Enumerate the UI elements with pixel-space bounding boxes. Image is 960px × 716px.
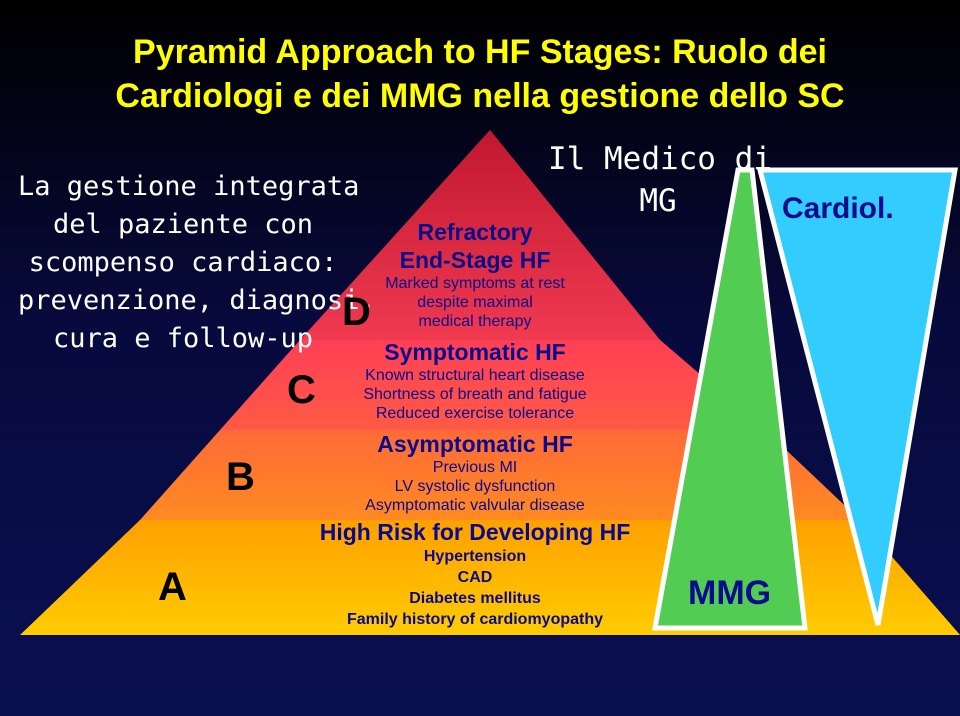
stage-b-line2: LV systolic dysfunction bbox=[394, 478, 556, 495]
stage-letter-a: A bbox=[158, 565, 187, 609]
left-description-line4: prevenzione, diagnosi, bbox=[18, 285, 376, 316]
cardiol-triangle bbox=[756, 167, 958, 626]
left-description-line2: del paziente con bbox=[52, 209, 314, 240]
stage-letter-b: B bbox=[226, 455, 255, 499]
pyramid-level-c bbox=[220, 340, 765, 430]
stage-b-heading: Asymptomatic HF bbox=[377, 431, 573, 457]
stage-d-heading1: Refractory bbox=[417, 219, 533, 245]
stage-a-line3: Diabetes mellitus bbox=[409, 590, 541, 607]
stage-c-line3: Reduced exercise tolerance bbox=[375, 405, 575, 422]
stage-c-heading: Symptomatic HF bbox=[384, 339, 566, 365]
stage-letter-c: C bbox=[287, 368, 316, 412]
stage-d-line2: despite maximal bbox=[417, 294, 533, 311]
mg-label-line1: Il Medico di bbox=[548, 141, 772, 177]
pyramid-level-d bbox=[300, 130, 660, 340]
stage-c-line1: Known structural heart disease bbox=[365, 367, 585, 384]
stage-b-line1: Previous MI bbox=[432, 459, 518, 476]
cardiol-label: Cardiol. bbox=[782, 192, 894, 225]
mmg-label: MMG bbox=[688, 574, 772, 612]
stage-d-heading2: End-Stage HF bbox=[399, 247, 551, 273]
left-description-line1: La gestione integrata bbox=[18, 171, 360, 202]
stage-d-line1: Marked symptoms at rest bbox=[385, 275, 565, 292]
mg-label: Il Medico di MG bbox=[548, 138, 772, 222]
stage-a-line1: Hypertension bbox=[423, 548, 527, 565]
stage-b-text: Asymptomatic HF Previous MI LV systolic … bbox=[245, 430, 705, 515]
stage-a-heading: High Risk for Developing HF bbox=[319, 519, 631, 545]
left-description-line3: scompenso cardiaco: bbox=[28, 247, 338, 278]
page-title-line1: Pyramid Approach to HF Stages: Ruolo dei bbox=[133, 33, 827, 71]
stage-a-line2: CAD bbox=[457, 569, 493, 586]
stage-d-line3: medical therapy bbox=[418, 313, 532, 330]
stage-a-text: High Risk for Developing HF Hypertension… bbox=[245, 518, 705, 630]
stage-b-line3: Asymptomatic valvular disease bbox=[365, 497, 585, 514]
stage-d-text: Refractory End-Stage HF Marked symptoms … bbox=[245, 218, 705, 331]
stage-letter-d: D bbox=[342, 290, 371, 334]
page-title-line2: Cardiologi e dei MMG nella gestione dell… bbox=[115, 77, 845, 115]
page-title: Pyramid Approach to HF Stages: Ruolo dei… bbox=[0, 30, 960, 118]
stage-a-line4: Family history of cardiomyopathy bbox=[346, 611, 604, 628]
mg-label-line2: MG bbox=[639, 183, 677, 219]
stage-c-text: Symptomatic HF Known structural heart di… bbox=[245, 338, 705, 423]
stage-c-line2: Shortness of breath and fatigue bbox=[363, 386, 587, 403]
left-description-line5: cura e follow-up bbox=[52, 323, 314, 354]
left-description: La gestione integrata del paziente con s… bbox=[18, 168, 376, 358]
mmg-triangle bbox=[652, 167, 808, 631]
